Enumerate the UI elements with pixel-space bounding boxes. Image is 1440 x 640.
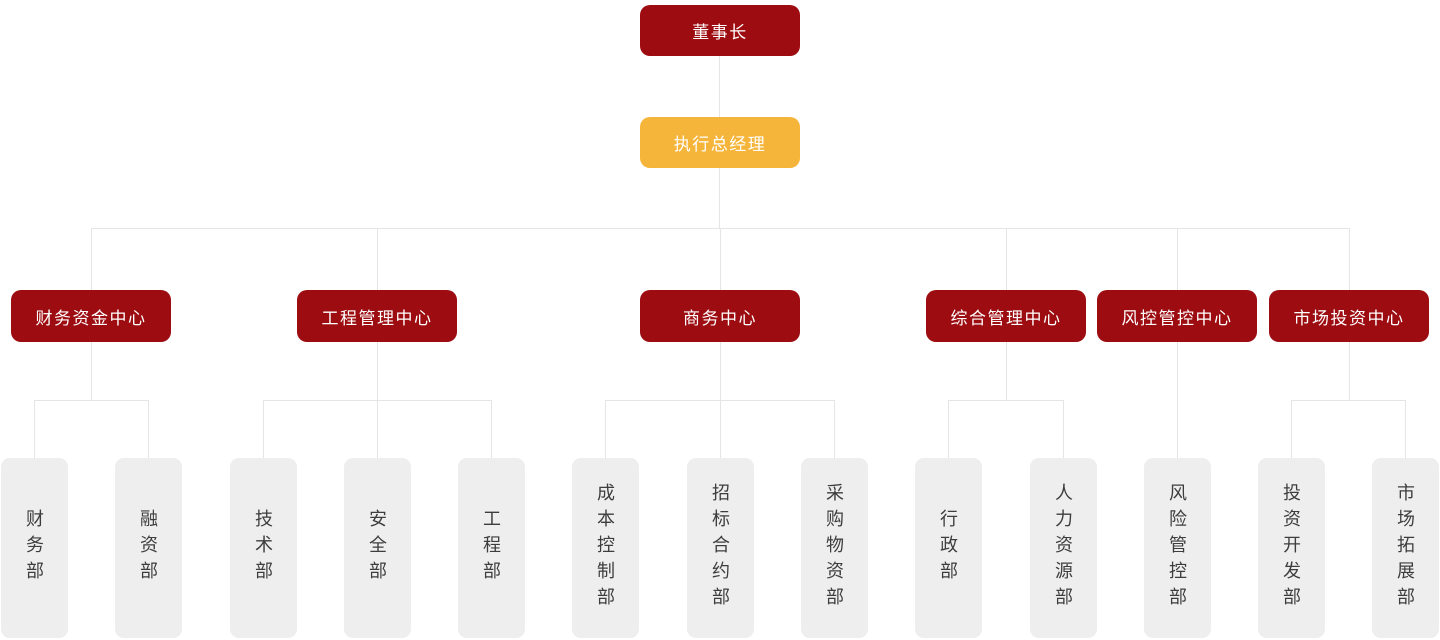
node-center-5: 市场投资中心 bbox=[1269, 290, 1429, 342]
connector-center-stem bbox=[91, 342, 92, 400]
node-department: 人力资源部 bbox=[1029, 458, 1097, 638]
node-center-1: 工程管理中心 bbox=[297, 290, 457, 342]
connector-chairman-gm bbox=[719, 56, 720, 117]
node-general-manager-label: 执行总经理 bbox=[673, 135, 767, 154]
node-department-label: 技术部 bbox=[253, 509, 273, 587]
connector-bar-center bbox=[1006, 228, 1007, 290]
node-department: 财务部 bbox=[0, 458, 68, 638]
connector-bar-center bbox=[1177, 228, 1178, 290]
connector-center-stem bbox=[377, 342, 378, 400]
node-department: 融资部 bbox=[114, 458, 182, 638]
node-department: 招标合约部 bbox=[686, 458, 754, 638]
connector-subbar-dept bbox=[948, 400, 949, 458]
connector-subbar-dept bbox=[263, 400, 264, 458]
connector-center-stem bbox=[720, 342, 721, 400]
node-chairman: 董事长 bbox=[640, 5, 800, 56]
node-department-label: 工程部 bbox=[481, 509, 501, 587]
connector-center-stem bbox=[1006, 342, 1007, 400]
node-department-label: 安全部 bbox=[367, 509, 387, 587]
connector-subbar-dept bbox=[34, 400, 35, 458]
node-center-4: 风控管控中心 bbox=[1097, 290, 1257, 342]
connector-center-dept bbox=[1177, 342, 1178, 458]
connector-bar-center bbox=[91, 228, 92, 290]
connector-subbar-dept bbox=[605, 400, 606, 458]
connector-sub-bar bbox=[34, 400, 149, 401]
node-chairman-label: 董事长 bbox=[692, 23, 748, 42]
node-department-label: 市场拓展部 bbox=[1395, 483, 1415, 613]
node-department: 成本控制部 bbox=[571, 458, 639, 638]
node-department: 投资开发部 bbox=[1257, 458, 1325, 638]
node-general-manager: 执行总经理 bbox=[640, 117, 800, 168]
node-department-label: 招标合约部 bbox=[710, 483, 730, 613]
node-department-label: 财务部 bbox=[24, 509, 44, 587]
node-department: 采购物资部 bbox=[800, 458, 868, 638]
connector-subbar-dept bbox=[720, 400, 721, 458]
node-department-label: 投资开发部 bbox=[1281, 483, 1301, 613]
node-center-label: 风控管控中心 bbox=[1121, 308, 1233, 328]
node-center-label: 商务中心 bbox=[683, 308, 757, 328]
node-department-label: 成本控制部 bbox=[595, 483, 615, 613]
node-department-label: 融资部 bbox=[138, 509, 158, 587]
node-center-label: 财务资金中心 bbox=[35, 308, 147, 328]
connector-bar-center bbox=[720, 228, 721, 290]
connector-bar-center bbox=[1349, 228, 1350, 290]
connector-subbar-dept bbox=[1063, 400, 1064, 458]
connector-subbar-dept bbox=[1405, 400, 1406, 458]
connector-center-stem bbox=[1349, 342, 1350, 400]
node-department: 风险管控部 bbox=[1143, 458, 1211, 638]
node-department-label: 采购物资部 bbox=[824, 483, 844, 613]
connector-subbar-dept bbox=[1291, 400, 1292, 458]
connector-subbar-dept bbox=[834, 400, 835, 458]
connector-subbar-dept bbox=[377, 400, 378, 458]
node-center-label: 工程管理中心 bbox=[321, 308, 433, 328]
connector-gm-bar bbox=[719, 168, 720, 228]
connector-subbar-dept bbox=[491, 400, 492, 458]
node-center-label: 市场投资中心 bbox=[1293, 308, 1405, 328]
node-department: 市场拓展部 bbox=[1371, 458, 1439, 638]
node-department-label: 行政部 bbox=[938, 509, 958, 587]
node-center-2: 商务中心 bbox=[640, 290, 800, 342]
node-center-0: 财务资金中心 bbox=[11, 290, 171, 342]
node-department: 技术部 bbox=[229, 458, 297, 638]
node-department-label: 风险管控部 bbox=[1167, 483, 1187, 613]
node-department-label: 人力资源部 bbox=[1053, 483, 1073, 613]
connector-subbar-dept bbox=[148, 400, 149, 458]
node-center-label: 综合管理中心 bbox=[950, 308, 1062, 328]
connector-bar-center bbox=[377, 228, 378, 290]
node-department: 安全部 bbox=[343, 458, 411, 638]
connector-sub-bar bbox=[1291, 400, 1406, 401]
connector-sub-bar bbox=[948, 400, 1064, 401]
node-department: 工程部 bbox=[457, 458, 525, 638]
node-department: 行政部 bbox=[914, 458, 982, 638]
node-center-3: 综合管理中心 bbox=[926, 290, 1086, 342]
